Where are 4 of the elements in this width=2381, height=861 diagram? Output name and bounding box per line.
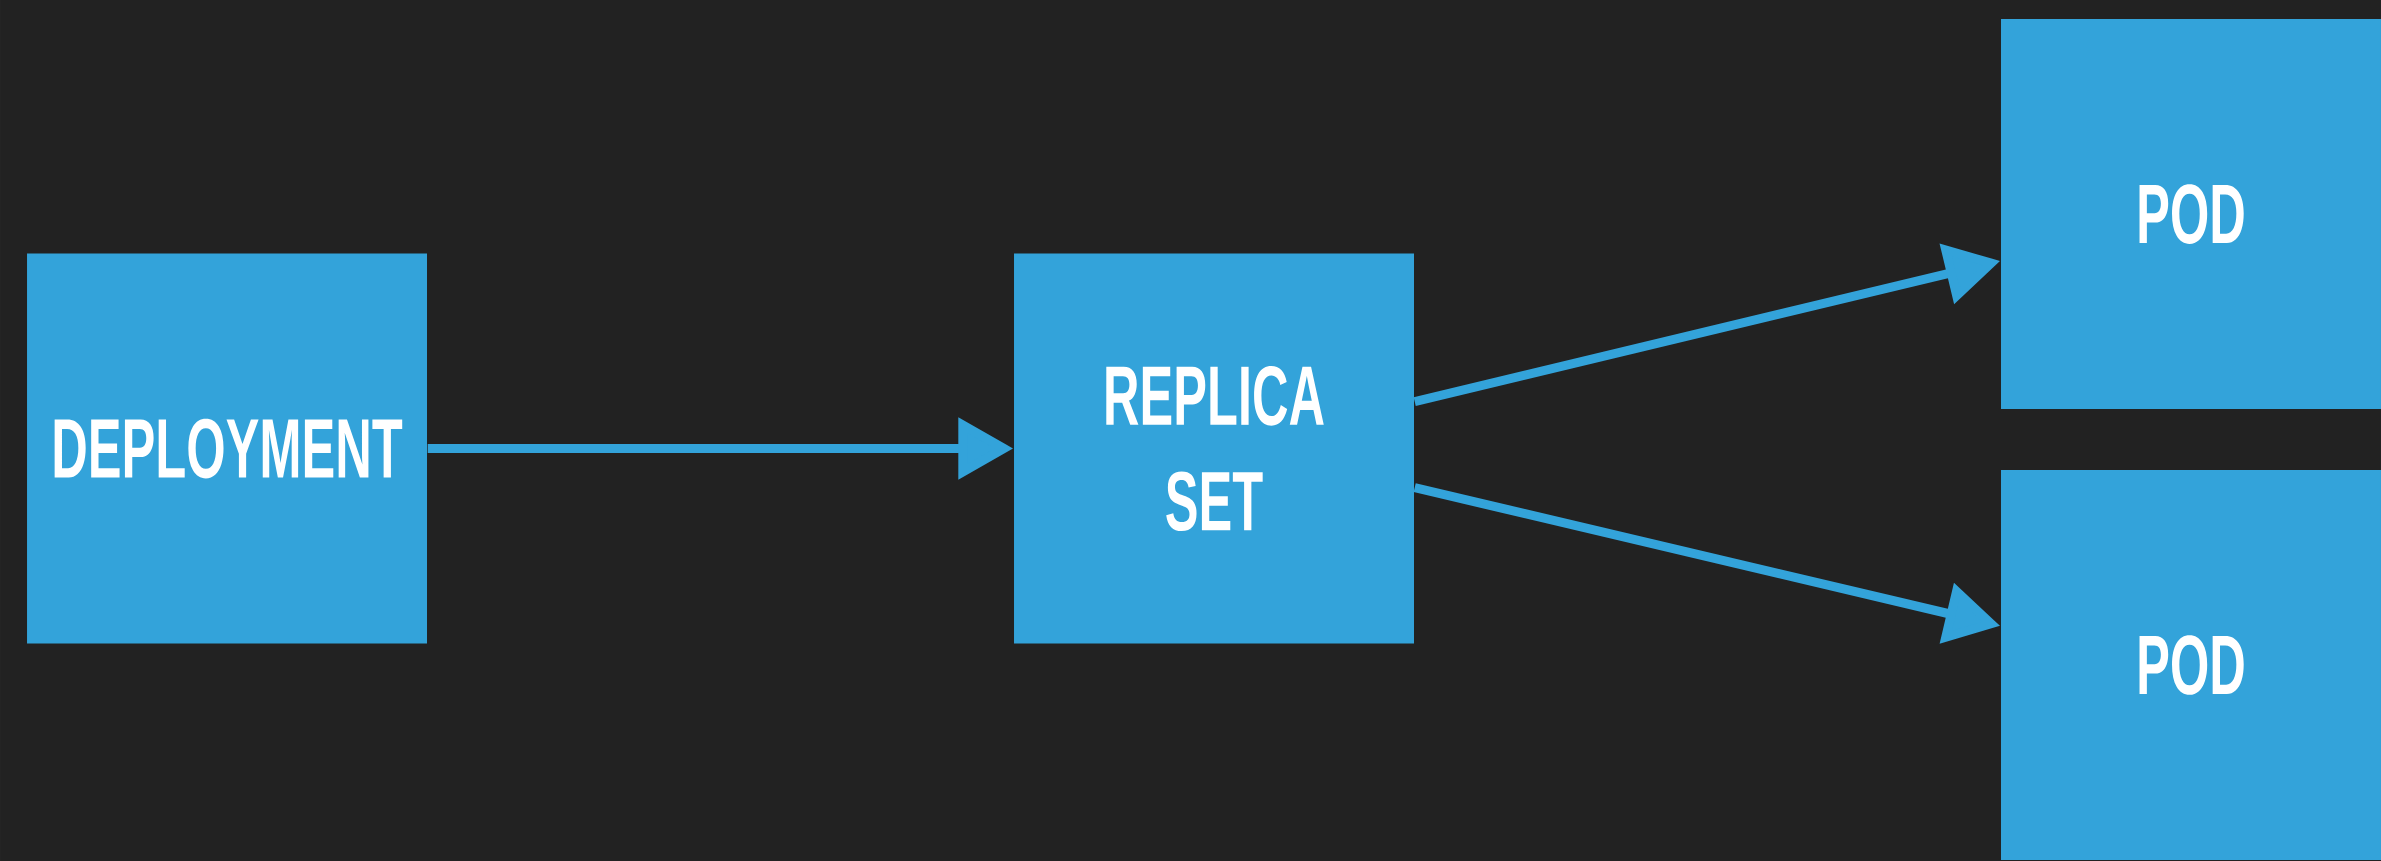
process-box: POD	[2001, 19, 2381, 409]
process-box: DEPLOYMENT	[27, 253, 427, 644]
process-box: REPLICA SET	[1014, 253, 1414, 644]
process-box: POD	[2001, 470, 2381, 860]
